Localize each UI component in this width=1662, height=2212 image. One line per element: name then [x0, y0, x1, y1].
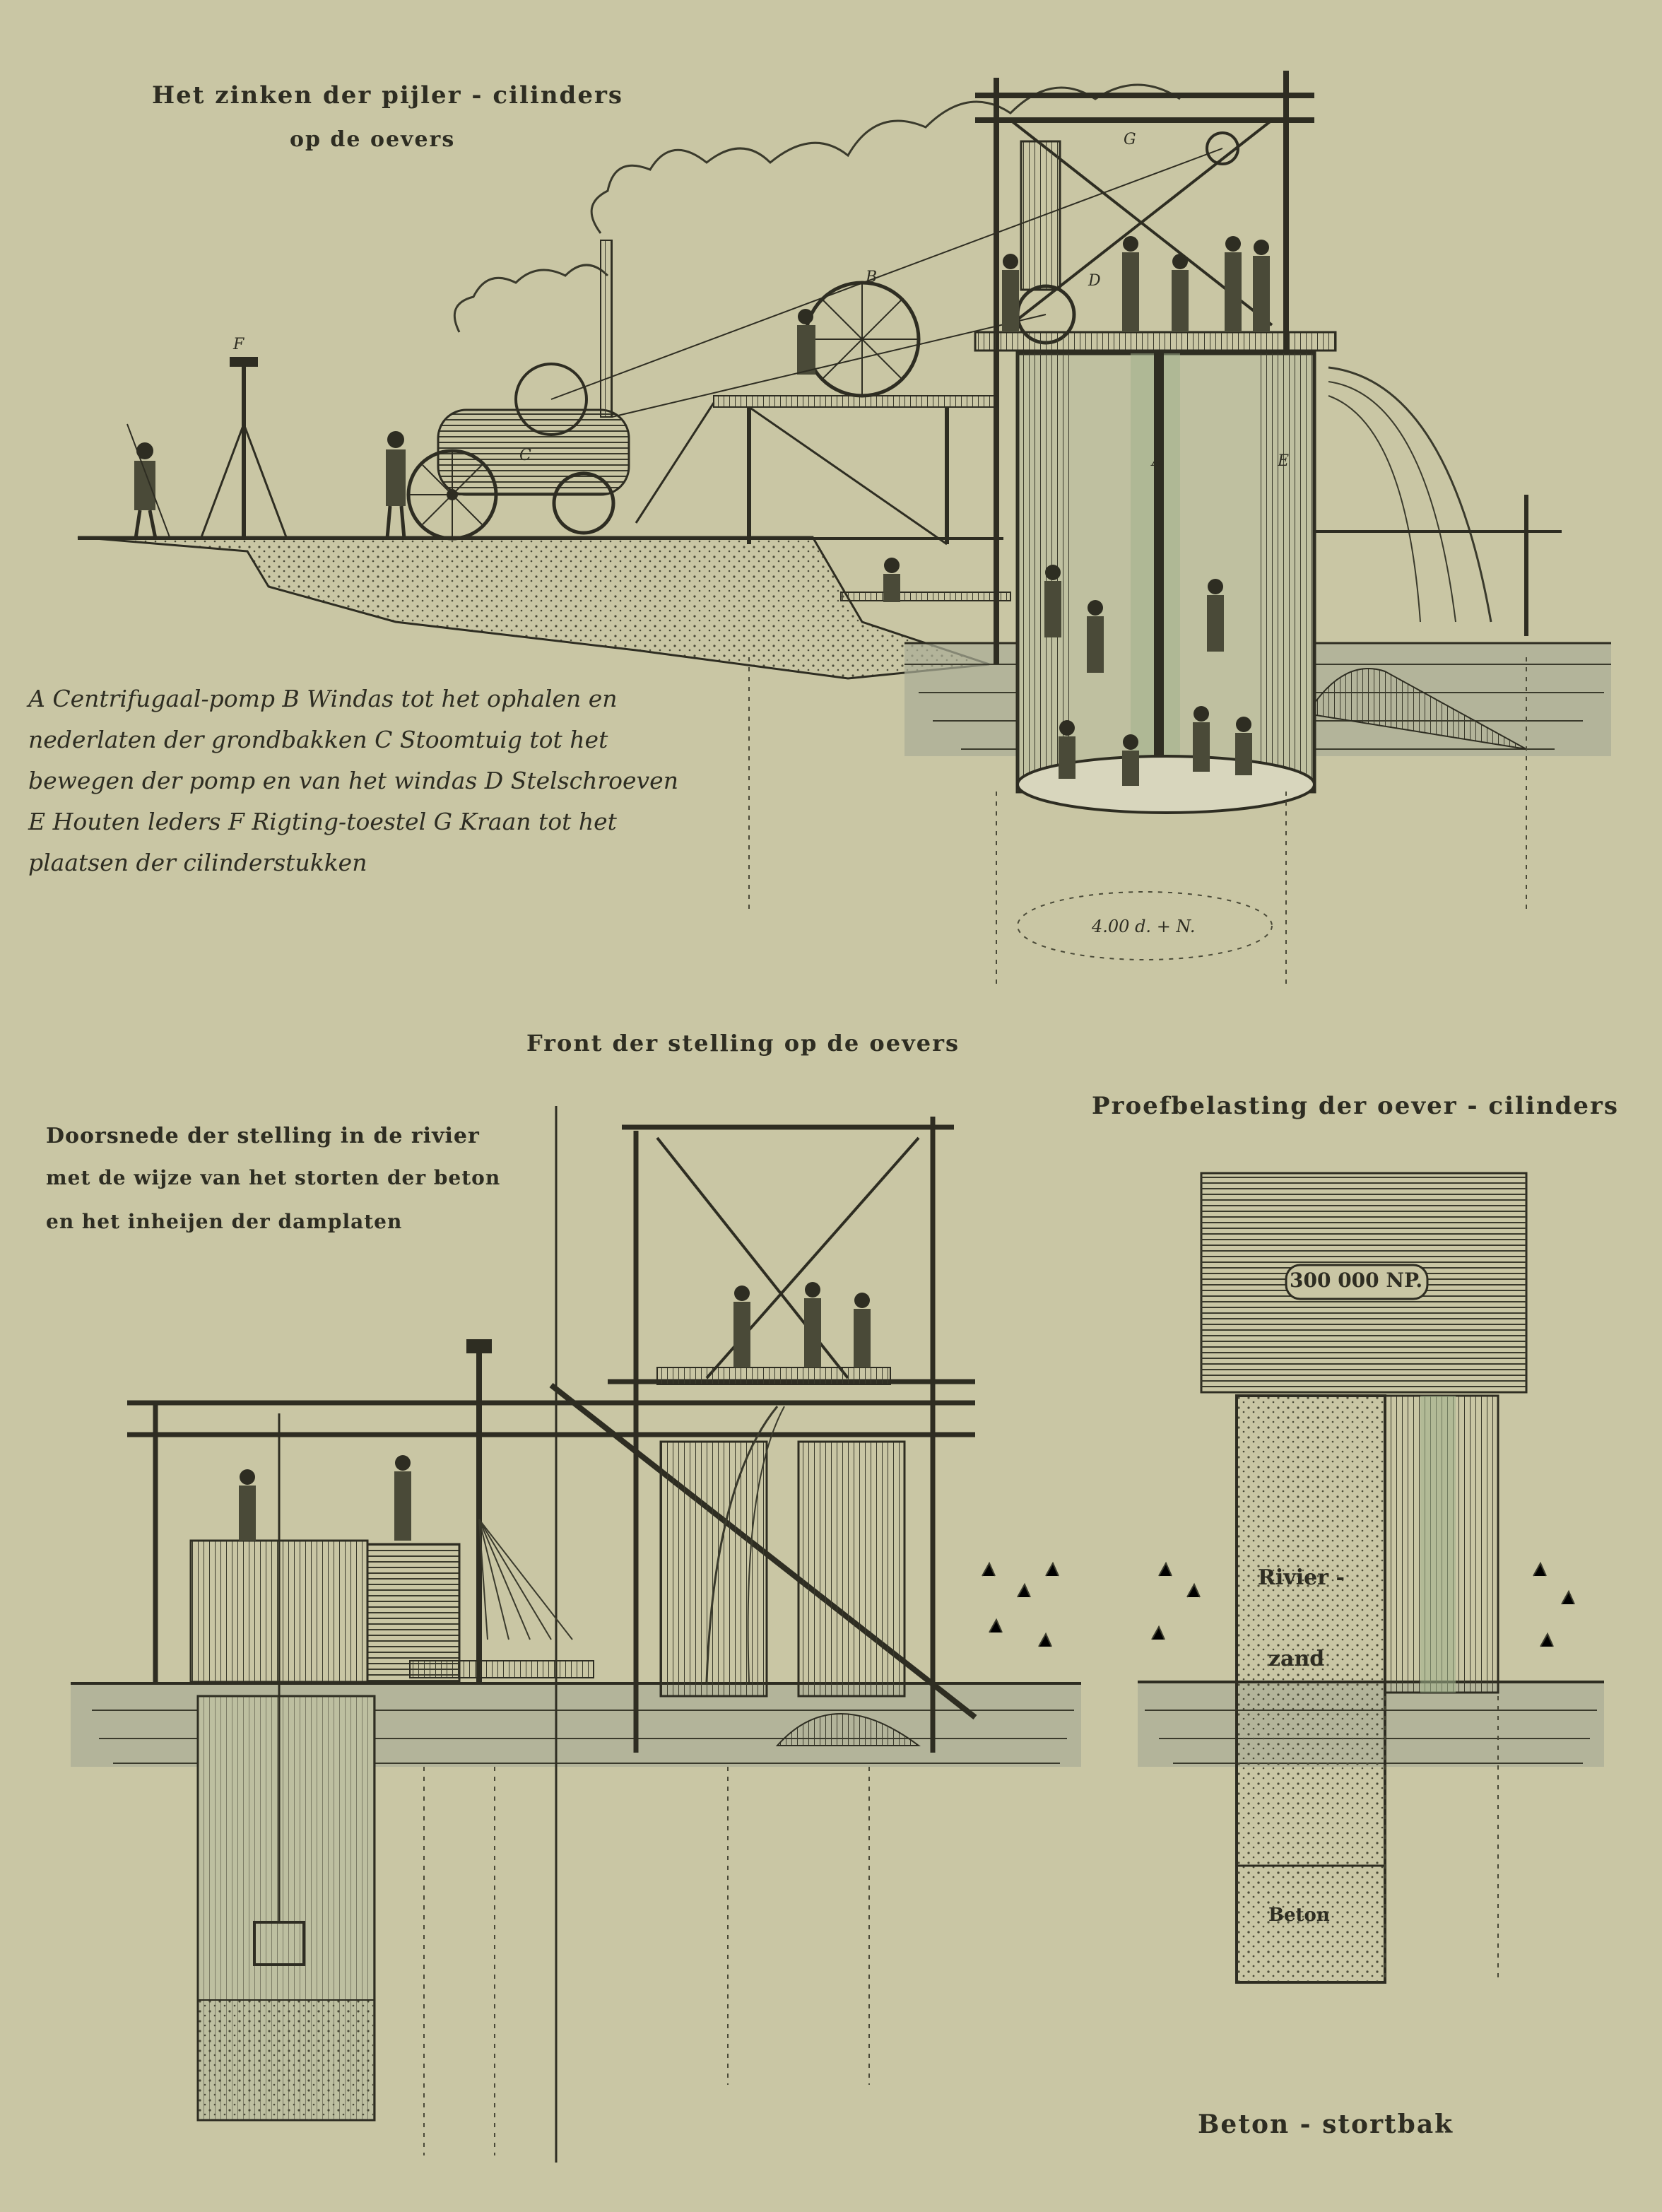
label-C: C	[519, 447, 531, 464]
proof-title: Proefbelasting der oever - cilinders	[1092, 1092, 1620, 1120]
legend-line5: plaatsen der cilinderstukken	[28, 849, 367, 876]
zand-label: zand	[1268, 1647, 1325, 1671]
label-A: A	[1152, 452, 1163, 470]
beton-label: Beton	[1268, 1905, 1330, 1926]
label-F: F	[233, 336, 244, 353]
top-title-line2: op de oevers	[290, 127, 456, 152]
rivier-label: Rivier -	[1258, 1565, 1345, 1590]
label-G: G	[1124, 131, 1136, 148]
legend: A Centrifugaal-pomp B Windas tot het oph…	[28, 678, 777, 883]
load-label: 300 000 NP.	[1290, 1269, 1423, 1292]
top-title-line1: Het zinken der pijler - cilinders	[152, 81, 624, 110]
section-scene	[71, 1106, 1081, 2163]
front-title: Front der stelling op de oevers	[526, 1030, 960, 1057]
load-stack	[1200, 1172, 1528, 1394]
bucket-title: Beton - stortbak	[1198, 2110, 1454, 2139]
proof-load-scene	[1138, 1172, 1604, 1984]
section-title-line1: Doorsnede der stelling in de rivier	[46, 1124, 480, 1148]
label-E: E	[1278, 452, 1290, 470]
dimension-label: 4.00 d. + N.	[1092, 917, 1196, 936]
label-B: B	[866, 269, 878, 286]
legend-line3: bewegen der pomp en van het windas D Ste…	[28, 767, 678, 794]
legend-line2: nederlaten der grondbakken C Stoomtuig t…	[28, 726, 608, 753]
label-D: D	[1088, 272, 1101, 290]
legend-line4: E Houten leders F Rigting-toestel G Kraa…	[28, 808, 617, 835]
legend-line1: A Centrifugaal-pomp B Windas tot het oph…	[28, 685, 618, 712]
section-title-line2: met de wijze van het storten der beton	[46, 1166, 501, 1189]
top-scene	[77, 71, 1611, 989]
section-title-line3: en het inheijen der damplaten	[46, 1210, 403, 1233]
